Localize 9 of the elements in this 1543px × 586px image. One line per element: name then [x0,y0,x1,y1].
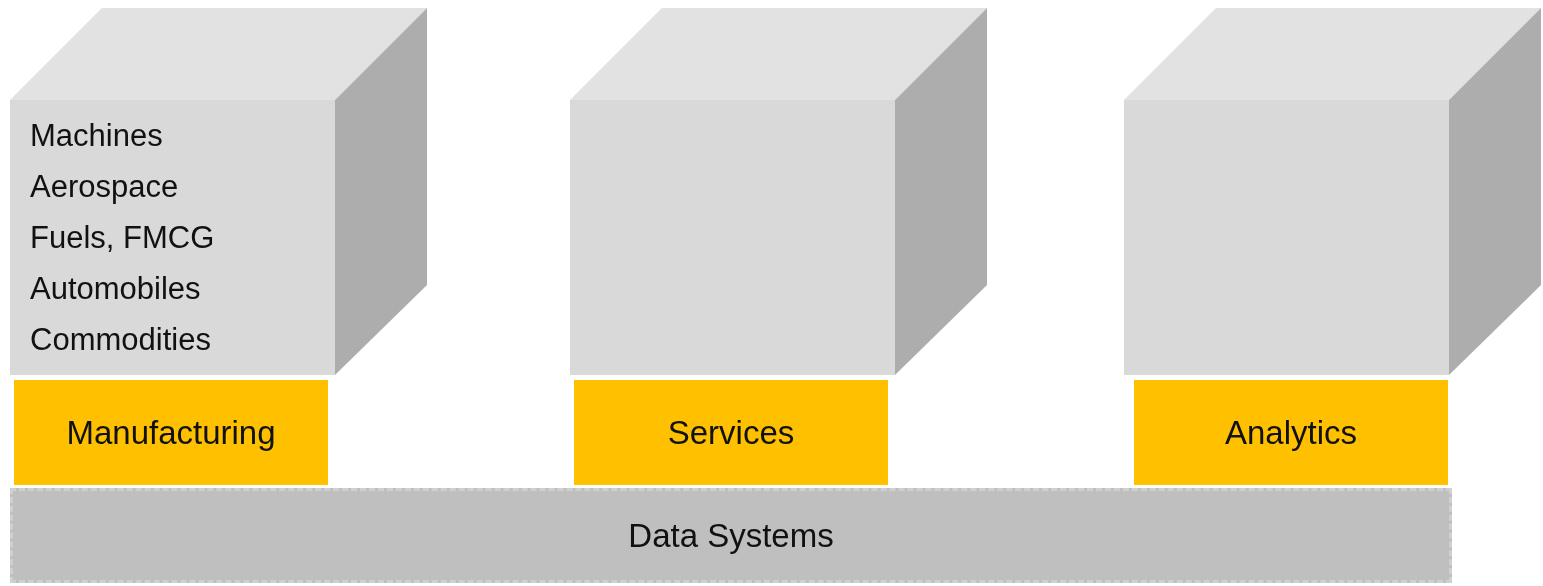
foundation-bar: Data Systems [10,488,1452,583]
category-bar: Services [574,380,888,485]
list-item: Machines [30,118,163,154]
list-item: Commodities [30,322,211,358]
category-bar: Analytics [1134,380,1448,485]
list-item: Automobiles [30,271,201,307]
list-item: Aerospace [30,169,179,205]
list-item: Fuels, FMCG [30,220,215,256]
category-bar: Manufacturing [14,380,328,485]
